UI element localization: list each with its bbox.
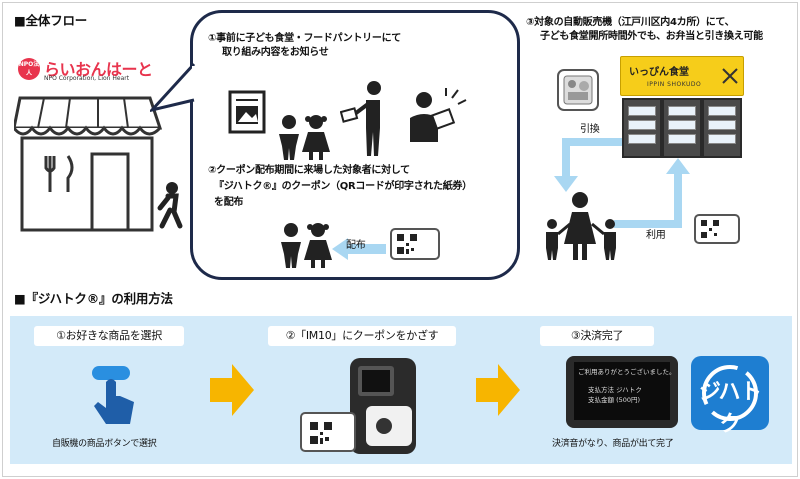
ippin-shokudo-brand: いっぴん食堂 IPPIN SHOKUDO xyxy=(620,56,744,96)
qr-code-icon xyxy=(397,234,417,254)
bento-icon xyxy=(557,69,599,111)
step3-text-line2: 子ども食堂開所時間外でも、お弁当と引き換え可能 xyxy=(540,31,763,42)
coupon-card-right xyxy=(694,214,740,244)
screen-line-1: ご利用ありがとうございました。 xyxy=(578,368,676,376)
npo-badge: NPO法人 xyxy=(18,58,40,80)
staff-handing-icon xyxy=(340,81,381,156)
use-label: 利用 xyxy=(646,230,666,241)
payment-terminal: ご利用ありがとうございました。 支払方法 ジハトク 支払金額 (500円) xyxy=(566,356,678,428)
coupon-card-scan xyxy=(300,412,356,452)
logo-ring-icon xyxy=(702,365,758,421)
bubble-tail xyxy=(150,62,198,113)
step2-text-line2: 『ジハトク®』のクーポン（QRコードが印字された紙券） xyxy=(214,181,472,192)
logo-text: ジハトク xyxy=(698,380,762,437)
children-icon xyxy=(279,115,330,160)
step2-text-line3: を配布 xyxy=(214,197,244,208)
family-icon xyxy=(546,192,616,260)
step2-text-line1: ②クーポン配布期間に来場した対象者に対して xyxy=(208,165,410,176)
usage-step3-caption: 決済音がなり、商品が出て完了 xyxy=(552,439,674,449)
payment-screen: ご利用ありがとうございました。 支払方法 ジハトク 支払金額 (500円) xyxy=(574,362,676,420)
info-bubble xyxy=(190,10,520,280)
organization-subtitle: NPO Corporation, Lion Heart xyxy=(44,75,130,82)
usage-step1-caption: 自販機の商品ボタンで選択 xyxy=(52,439,157,449)
section-title-usage: ■『ジハトク®』の利用方法 xyxy=(14,291,173,306)
vending-machine-2 xyxy=(662,98,702,158)
qr-code-icon-right xyxy=(701,220,719,238)
use-arrow xyxy=(614,158,690,228)
exchange-label: 引換 xyxy=(580,124,600,135)
vending-machine-3 xyxy=(702,98,742,158)
brand-subtitle: IPPIN SHOKUDO xyxy=(647,81,702,88)
step1-text-line2: 取り組み内容をお知らせ xyxy=(222,47,329,58)
usage-step2-label: ②「IM10」にクーポンをかざす xyxy=(268,326,456,346)
next-arrow-2 xyxy=(476,364,520,416)
distribute-label: 配布 xyxy=(346,240,366,251)
poster-icon xyxy=(228,90,266,134)
press-button-icon xyxy=(92,366,134,424)
im10-terminal-icon xyxy=(350,358,416,454)
usage-step1-label: ①お好きな商品を選択 xyxy=(34,326,184,346)
cutlery-icon xyxy=(722,68,738,84)
usage-step3-label: ③決済完了 xyxy=(540,326,654,346)
storefront-icon xyxy=(14,96,183,232)
distribute-arrow xyxy=(332,238,386,260)
step1-text-line1: ①事前に子ども食堂・フードパントリーにて xyxy=(208,33,401,44)
children-icon-2 xyxy=(281,223,332,268)
qr-code-icon-scan xyxy=(310,422,332,444)
exchange-arrow xyxy=(554,138,622,192)
vending-machine-1 xyxy=(622,98,662,158)
jihatoku-logo: ジハトク xyxy=(691,356,769,437)
step3-text-line1: ③対象の自動販売機（江戸川区内4カ所）にて、 xyxy=(526,17,735,28)
person-reading-icon xyxy=(410,88,467,142)
coupon-card xyxy=(390,228,440,260)
section-title-overall-flow: ■全体フロー xyxy=(14,13,88,28)
next-arrow-1 xyxy=(210,364,254,416)
brand-name: いっぴん食堂 xyxy=(629,67,689,78)
organization-name: らいおんはーと xyxy=(44,60,153,79)
screen-line-3: 支払金額 (500円) xyxy=(588,396,641,404)
screen-line-2: 支払方法 ジハトク xyxy=(588,386,642,394)
